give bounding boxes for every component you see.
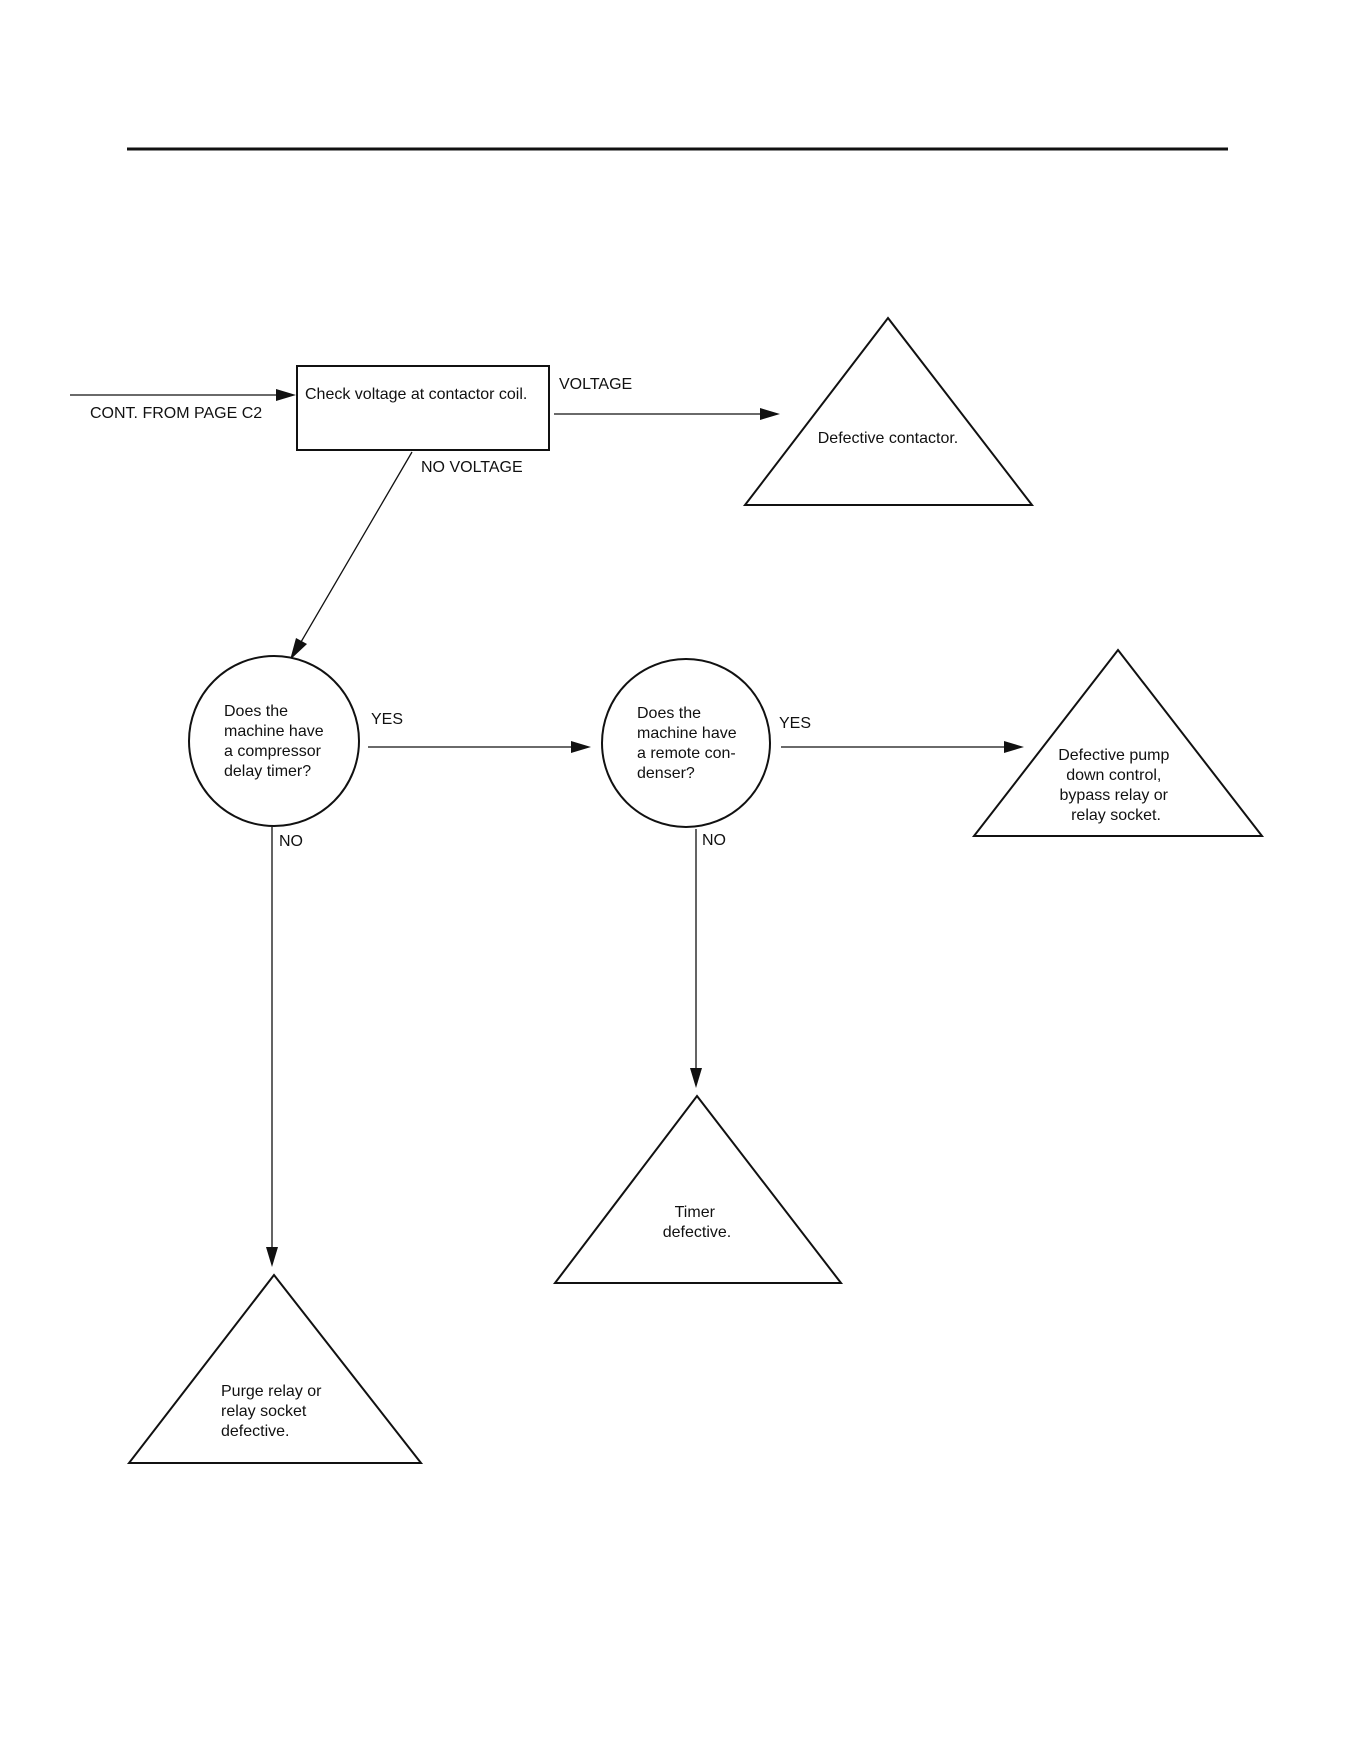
continuation-arrow-head — [276, 389, 296, 401]
pump-down-line-1: Defective pump — [1058, 747, 1169, 764]
timer-defective-text: Timer defective. — [663, 1204, 731, 1241]
purge-relay-line-1: Purge relay or — [221, 1383, 322, 1400]
check-voltage-text: Check voltage at contactor coil. — [305, 386, 527, 403]
voltage-edge-label: VOLTAGE — [559, 376, 632, 393]
defective-pump-down-text: Defective pump down control, bypass rela… — [1058, 747, 1174, 824]
check-voltage-line-1: Check voltage at contactor coil. — [305, 386, 527, 403]
remote-condenser-line-4: denser? — [637, 765, 695, 782]
compressor-delay-line-1: Does the — [224, 703, 288, 720]
delay-yes-edge-head — [571, 741, 591, 753]
compressor-delay-question-circle — [188, 655, 360, 827]
delay-no-edge-label: NO — [279, 833, 303, 850]
continuation-label: CONT. FROM PAGE C2 — [90, 405, 262, 422]
remote-condenser-line-2: machine have — [637, 725, 737, 742]
no-voltage-edge-line — [300, 451, 413, 643]
voltage-edge-head — [760, 408, 780, 420]
no-voltage-edge-label: NO VOLTAGE — [421, 459, 523, 476]
pump-down-line-2: down control, — [1066, 767, 1161, 784]
condenser-yes-edge-label: YES — [779, 715, 811, 732]
purge-relay-line-2: relay socket — [221, 1403, 307, 1420]
pump-down-line-3: bypass relay or — [1060, 787, 1169, 804]
remote-condenser-question-text: Does the machine have a remote con- dens… — [637, 705, 741, 782]
condenser-no-edge-label: NO — [702, 832, 726, 849]
compressor-delay-line-3: a compressor — [224, 743, 322, 760]
timer-defective-line-2: defective. — [663, 1224, 731, 1241]
condenser-yes-edge-head — [1004, 741, 1024, 753]
remote-condenser-line-3: a remote con- — [637, 745, 736, 762]
purge-relay-line-3: defective. — [221, 1423, 289, 1440]
remote-condenser-question-circle — [601, 658, 771, 828]
compressor-delay-line-4: delay timer? — [224, 763, 311, 780]
defective-contactor-triangle — [742, 316, 1035, 506]
timer-defective-triangle — [552, 1094, 844, 1284]
check-voltage-box — [296, 365, 550, 451]
defective-pump-down-triangle — [971, 648, 1265, 837]
delay-no-edge-head — [266, 1247, 278, 1267]
defective-contactor-text: Defective contactor. — [818, 430, 959, 447]
compressor-delay-question-text: Does the machine have a compressor delay… — [224, 703, 328, 780]
defective-contactor-line-1: Defective contactor. — [818, 430, 959, 447]
delay-yes-edge-label: YES — [371, 711, 403, 728]
remote-condenser-line-1: Does the — [637, 705, 701, 722]
condenser-no-edge-head — [690, 1068, 702, 1088]
timer-defective-line-1: Timer — [675, 1204, 716, 1221]
purge-relay-text: Purge relay or relay socket defective. — [221, 1383, 326, 1440]
compressor-delay-line-2: machine have — [224, 723, 324, 740]
pump-down-line-4: relay socket. — [1071, 807, 1161, 824]
purge-relay-triangle — [126, 1273, 424, 1464]
no-voltage-edge-head — [290, 638, 307, 660]
